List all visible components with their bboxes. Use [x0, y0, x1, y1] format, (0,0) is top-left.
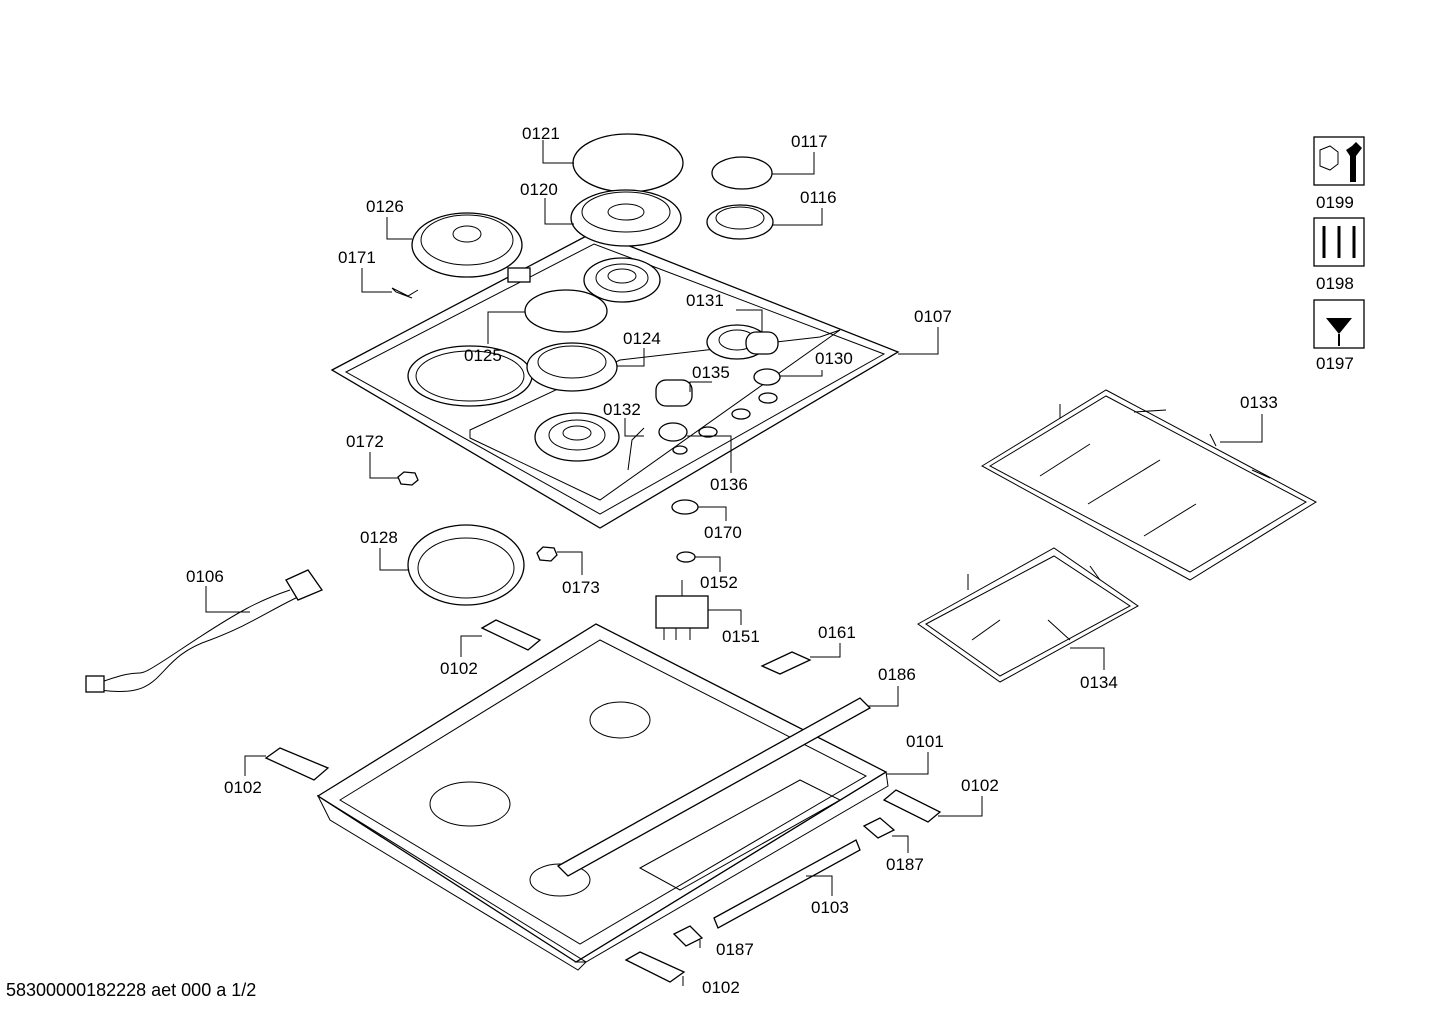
burner-front-middle [534, 412, 620, 462]
clip-0187-b [672, 925, 704, 947]
injector-0136 [658, 422, 688, 442]
callout-0171: 0171 [338, 248, 376, 267]
callout-0102-b: 0102 [224, 778, 262, 797]
callout-0134: 0134 [1080, 673, 1118, 692]
plate-0161 [760, 651, 812, 675]
callout-0107: 0107 [914, 307, 952, 326]
callout-0124: 0124 [623, 329, 661, 348]
bracket-0102-a [480, 619, 542, 651]
pan-support-0133 [981, 389, 1318, 581]
bracket-0102-d [624, 951, 686, 983]
burner-cap-large [572, 133, 684, 193]
callout-0128: 0128 [360, 528, 398, 547]
injector-0130 [753, 368, 781, 386]
clip-0171 [391, 287, 419, 299]
callout-0172: 0172 [346, 432, 384, 451]
energy-regulator-0151 [655, 580, 709, 640]
callout-0133: 0133 [1240, 393, 1278, 412]
callout-0102-c: 0102 [961, 776, 999, 795]
clip-0187-a [862, 817, 896, 839]
electric-hotplate [411, 212, 531, 283]
tool-label-0199: 0199 [1316, 193, 1354, 212]
washer-0170 [671, 499, 699, 515]
burner-crown-small [706, 204, 774, 240]
burner-cap-small [711, 156, 773, 190]
callout-0161: 0161 [818, 623, 856, 642]
thermocouple [627, 427, 645, 471]
callout-0132: 0132 [603, 400, 641, 419]
callout-0126: 0126 [366, 197, 404, 216]
callout-0102-d: 0102 [702, 978, 740, 997]
burner-crown-large [570, 189, 682, 247]
screws-icon [1313, 217, 1365, 267]
leader-lines [205, 140, 1263, 986]
callout-labels: 0121 0117 0120 0116 0126 0171 0131 0107 … [186, 124, 1278, 997]
callout-0136: 0136 [710, 475, 748, 494]
callout-0152: 0152 [700, 573, 738, 592]
tool-label-0197: 0197 [1316, 354, 1354, 373]
burner-cap-0131 [745, 331, 779, 355]
heat-shield-0128 [407, 524, 525, 606]
screwdriver-icon [1313, 299, 1365, 349]
callout-0135: 0135 [692, 363, 730, 382]
callout-0130: 0130 [815, 349, 853, 368]
burner-crown-medium [526, 342, 618, 392]
housing-tray-0101 [316, 623, 889, 971]
callout-0106: 0106 [186, 567, 224, 586]
callout-0186: 0186 [878, 665, 916, 684]
callout-0151: 0151 [722, 627, 760, 646]
pan-support-0134 [917, 547, 1139, 683]
callout-0187-a: 0187 [886, 855, 924, 874]
callout-0131: 0131 [686, 291, 724, 310]
strip-0186 [556, 697, 872, 877]
burner-rear-left [583, 257, 661, 303]
burner-cap-medium [524, 289, 608, 333]
callout-0125: 0125 [464, 346, 502, 365]
bracket-0102-b [264, 747, 330, 781]
hob-top-plate [330, 231, 900, 529]
callout-0170: 0170 [704, 523, 742, 542]
callout-0120: 0120 [520, 180, 558, 199]
control-knob [655, 379, 693, 407]
tool-label-0198: 0198 [1316, 274, 1354, 293]
callout-0187-b: 0187 [716, 940, 754, 959]
wrench-nut-icon [1313, 136, 1365, 186]
power-cable-0106 [85, 569, 323, 693]
document-footer-code: 58300000182228 aet 000 a 1/2 [6, 980, 257, 1000]
tool-icon-labels: 0199 0198 0197 [1316, 193, 1354, 373]
bracket-0102-c [882, 789, 942, 823]
callout-0121: 0121 [522, 124, 560, 143]
nut-0172 [397, 471, 419, 486]
callout-0116: 0116 [800, 188, 837, 207]
callout-0117: 0117 [791, 132, 828, 151]
callout-0103: 0103 [811, 898, 849, 917]
nut-0173 [536, 546, 558, 562]
washer-0152 [676, 551, 696, 563]
knob-holes [672, 392, 778, 455]
callout-0102-a: 0102 [440, 659, 478, 678]
strip-0103 [713, 839, 861, 929]
callout-0173: 0173 [562, 578, 600, 597]
callout-0101: 0101 [906, 732, 944, 751]
